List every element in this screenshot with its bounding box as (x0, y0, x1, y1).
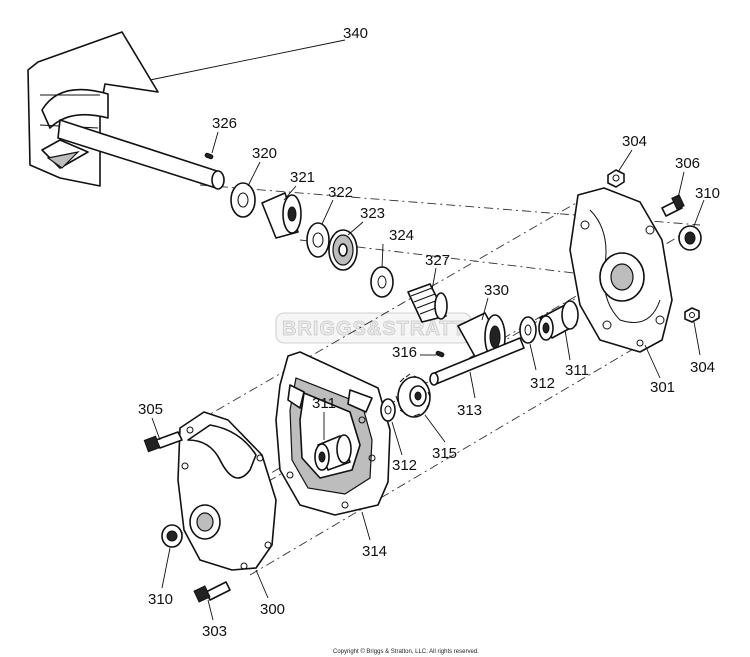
part-315-gear (395, 373, 431, 418)
part-300-left-housing (177, 411, 277, 571)
part-323-bearing (328, 229, 358, 271)
label-305: 305 (138, 401, 163, 418)
label-313: 313 (457, 402, 482, 419)
label-315: 315 (432, 445, 457, 462)
part-311-bushing-upper (538, 300, 579, 341)
label-304-top: 304 (622, 133, 647, 150)
part-316-key (435, 350, 445, 358)
label-301: 301 (650, 379, 675, 396)
label-300: 300 (260, 601, 285, 618)
part-304-nut-bottom (684, 307, 700, 323)
label-312-upper: 312 (530, 375, 555, 392)
label-316: 316 (392, 344, 417, 361)
label-303: 303 (202, 623, 227, 640)
part-306-screw (661, 194, 685, 217)
part-310-seal-left (161, 524, 183, 548)
part-312-washer-upper (519, 316, 537, 344)
part-321-bushing (261, 192, 302, 239)
part-labels: 340 326 320 321 322 323 324 327 330 316 … (138, 25, 720, 640)
part-327-worm-gear (407, 283, 448, 323)
label-311-upper: 311 (565, 362, 589, 379)
label-330: 330 (484, 282, 509, 299)
label-340: 340 (343, 25, 368, 42)
leader-lines (149, 39, 705, 621)
part-301-right-housing (569, 187, 673, 353)
label-322: 322 (328, 184, 353, 201)
label-314: 314 (362, 543, 387, 560)
part-312-washer-lower (380, 398, 396, 422)
label-327: 327 (425, 252, 450, 269)
watermark-text: BRIGGS&STRATTON (282, 318, 497, 340)
label-321: 321 (290, 169, 315, 186)
part-311-bushing-lower (314, 434, 352, 471)
label-324: 324 (389, 227, 414, 244)
label-320: 320 (252, 145, 277, 162)
copyright-notice: Copyright © Briggs & Stratton, LLC. All … (333, 648, 479, 655)
part-314-gasket (275, 351, 391, 516)
label-310-right: 310 (695, 185, 720, 202)
part-340-auger (27, 31, 225, 190)
label-312-lower: 312 (392, 457, 417, 474)
part-326-key (204, 152, 214, 160)
part-324-washer (370, 266, 394, 298)
label-310-left: 310 (148, 591, 173, 608)
label-306: 306 (675, 155, 700, 172)
part-320-washer (230, 182, 256, 218)
part-322-washer (306, 222, 330, 258)
label-304-bottom: 304 (690, 359, 715, 376)
label-326: 326 (212, 115, 237, 132)
part-310-seal-right (678, 225, 702, 251)
part-313-shaft (429, 337, 525, 386)
label-311-lower: 311 (312, 395, 336, 412)
part-305-screw (143, 431, 183, 453)
part-304-nut-top (607, 169, 625, 188)
part-303-screw (193, 581, 231, 603)
label-323: 323 (360, 205, 385, 222)
